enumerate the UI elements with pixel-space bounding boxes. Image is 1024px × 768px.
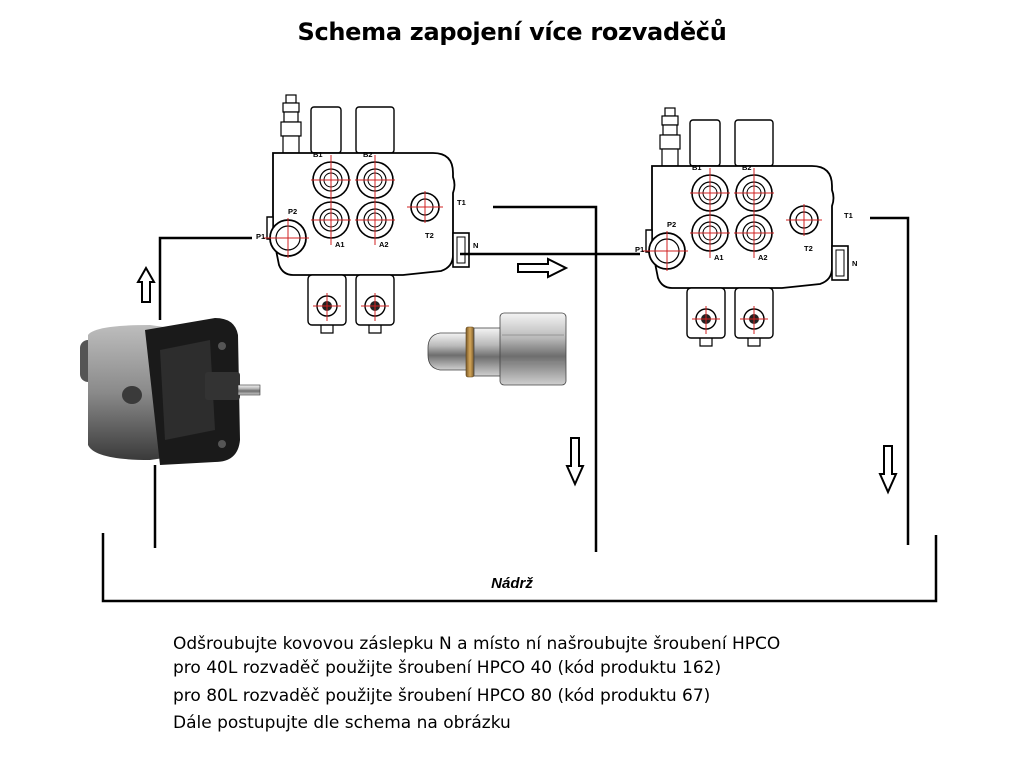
label-t2: T2 (425, 231, 434, 240)
label-a2: A2 (379, 240, 389, 249)
label-n: N (852, 259, 857, 268)
flow-arrow-down-2 (878, 445, 898, 495)
label-b2: B2 (742, 163, 752, 172)
hydraulic-lines (101, 205, 938, 603)
instruction-line-3: pro 80L rozvaděč použijte šroubení HPCO … (173, 686, 711, 706)
label-b1: B1 (692, 163, 702, 172)
flow-arrow-down-1 (565, 437, 585, 487)
hydraulic-pump (80, 318, 261, 465)
instruction-line-2: pro 40L rozvaděč použijte šroubení HPCO … (173, 658, 722, 678)
instruction-line-4: Dále postupujte dle schema na obrázku (173, 713, 511, 733)
label-a1: A1 (335, 240, 345, 249)
instruction-line-1: Odšroubujte kovovou záslepku N a místo n… (173, 634, 781, 654)
flow-arrow-right (517, 257, 569, 279)
label-p2: P2 (288, 207, 297, 216)
label-t1: T1 (457, 198, 466, 207)
label-p2: P2 (667, 220, 676, 229)
label-b2: B2 (363, 150, 373, 159)
label-t2: T2 (804, 244, 813, 253)
diagram-title: Schema zapojení více rozvaděčů (297, 18, 727, 46)
distributor-valve-1: B1 B2 A1 A2 P2 P1 T1 T2 N (256, 94, 478, 334)
label-t1: T1 (844, 211, 853, 220)
hpco-fitting (427, 312, 567, 386)
label-p1: P1 (256, 232, 265, 241)
distributor-valve-2: B1 B2 A1 A2 P2 P1 T1 T2 N (635, 107, 857, 347)
label-a2: A2 (758, 253, 768, 262)
flow-arrow-up (136, 265, 156, 303)
label-b1: B1 (313, 150, 323, 159)
tank-label: Nádrž (491, 575, 533, 592)
label-p1: P1 (635, 245, 644, 254)
label-a1: A1 (714, 253, 724, 262)
label-n: N (473, 241, 478, 250)
